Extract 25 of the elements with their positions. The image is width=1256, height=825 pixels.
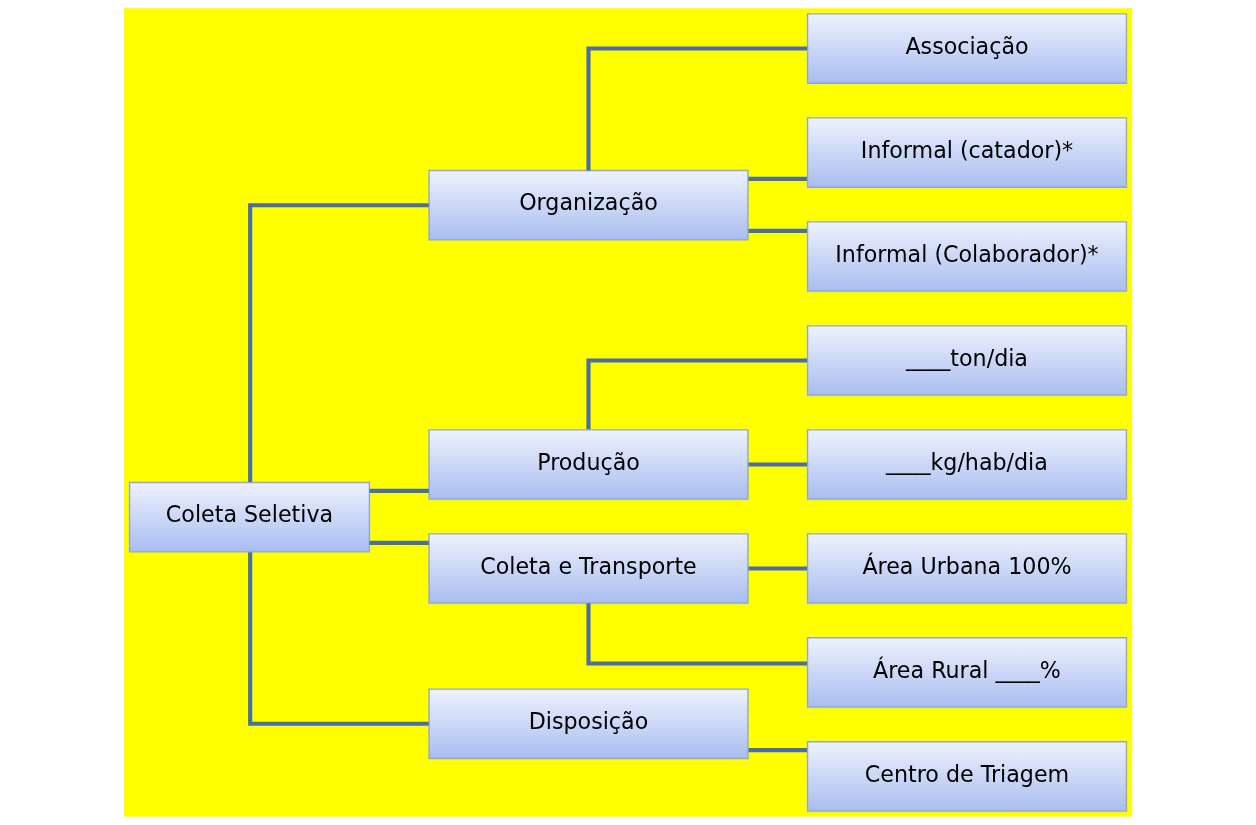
node-box: Organização xyxy=(428,169,749,241)
node-box: Associação xyxy=(806,13,1128,84)
connector xyxy=(748,748,807,753)
node-box: Área Urbana 100% xyxy=(806,533,1128,604)
connector xyxy=(748,462,807,467)
connector xyxy=(369,488,429,493)
node-box: Área Rural ____% xyxy=(806,637,1128,708)
connector xyxy=(748,566,807,571)
connector xyxy=(248,203,429,482)
node-box: ____ton/dia xyxy=(806,325,1128,396)
node-box: Centro de Triagem xyxy=(806,741,1128,812)
connector xyxy=(748,176,807,181)
node-box: Disposição xyxy=(428,688,749,760)
node-box: Coleta Seletiva xyxy=(128,481,371,553)
node-box: Produção xyxy=(428,429,749,500)
connector xyxy=(586,46,808,171)
node-box: Informal (Colaborador)* xyxy=(806,221,1128,292)
node-box: ____kg/hab/dia xyxy=(806,429,1128,500)
connector xyxy=(586,358,808,430)
node-box: Informal (catador)* xyxy=(806,117,1128,188)
connector xyxy=(586,603,808,666)
connector xyxy=(369,540,429,545)
node-box: Coleta e Transporte xyxy=(428,533,749,604)
connector xyxy=(248,552,429,726)
connector xyxy=(748,228,807,233)
